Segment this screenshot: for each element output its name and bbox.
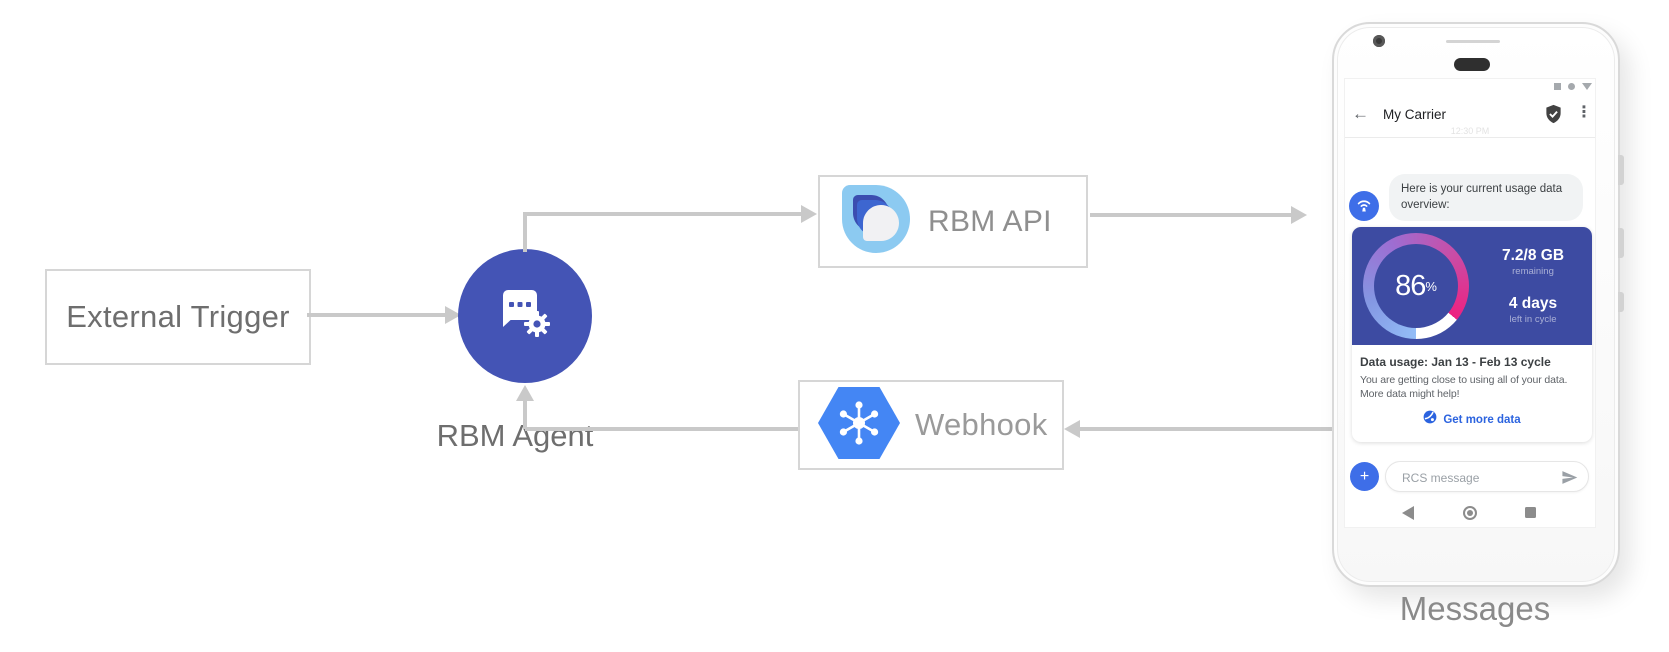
rcs-message-input[interactable] [1400, 463, 1554, 492]
rbm-api-label: RBM API [928, 204, 1052, 238]
front-camera [1373, 35, 1385, 47]
remaining-label: remaining [1512, 266, 1554, 277]
agent-avatar [1349, 191, 1379, 221]
usage-percent: 86 [1395, 269, 1426, 302]
connector-agent-up [523, 212, 527, 252]
nav-recents-button[interactable] [1525, 507, 1536, 518]
status-triangle-icon [1582, 83, 1592, 90]
status-square-icon [1554, 83, 1561, 90]
webhook-hexagon-icon [818, 386, 900, 464]
usage-card: 86% 7.2/8 GB remaining 4 days left in cy… [1352, 227, 1592, 442]
status-bar [1554, 83, 1592, 90]
connector-agent-to-api-line [523, 212, 803, 216]
rbm-agent-node [458, 249, 592, 383]
usage-gauge-ring: 86% [1363, 233, 1469, 339]
arrow-trigger-to-agent-head [445, 306, 461, 324]
webhook-node: Webhook [798, 380, 1064, 470]
message-input-pill [1385, 461, 1589, 492]
arrow-api-to-phone-line [1090, 213, 1292, 217]
arrow-phone-to-webhook-line [1080, 427, 1332, 431]
usage-card-title: Data usage: Jan 13 - Feb 13 cycle [1360, 355, 1551, 369]
arrow-trigger-to-agent-line [307, 313, 447, 317]
usage-card-body: Data usage: Jan 13 - Feb 13 cycle You ar… [1352, 345, 1592, 442]
nav-back-button[interactable] [1402, 506, 1414, 520]
header-divider [1345, 137, 1595, 138]
earpiece [1454, 58, 1490, 71]
attach-plus-button[interactable]: + [1350, 462, 1379, 491]
rbm-api-node: RBM API [818, 175, 1088, 268]
external-trigger-node: External Trigger [45, 269, 311, 365]
usage-summary: 7.2/8 GB remaining 4 days left in cycle [1482, 247, 1584, 325]
phone-mockup: ← My Carrier ⋮ 12:30 PM [1332, 22, 1624, 587]
rbm-api-logo-icon [840, 183, 912, 260]
arrow-phone-to-webhook-head [1064, 420, 1080, 438]
connector-agent-to-api-head [801, 205, 817, 223]
phone-power-button [1618, 228, 1624, 258]
usage-card-header: 86% 7.2/8 GB remaining 4 days left in cy… [1352, 227, 1592, 345]
nav-home-button[interactable] [1463, 506, 1477, 520]
remaining-value: 7.2/8 GB [1501, 247, 1565, 264]
chat-gear-icon [490, 279, 560, 354]
speaker-grille [1446, 40, 1500, 43]
get-more-data-button[interactable]: Get more data [1360, 410, 1584, 429]
conversation-title: My Carrier [1383, 107, 1446, 122]
phone-screen: ← My Carrier ⋮ 12:30 PM [1345, 79, 1595, 527]
back-icon[interactable]: ← [1352, 104, 1369, 123]
usage-card-text: You are getting close to using all of yo… [1360, 374, 1568, 400]
overflow-menu-icon[interactable]: ⋮ [1576, 104, 1592, 121]
status-circle-icon [1568, 83, 1575, 90]
message-timestamp: 12:30 PM [1450, 126, 1490, 136]
connector-webhook-to-agent-head [516, 385, 534, 401]
globe-icon [1423, 410, 1437, 429]
phone-volume-button [1618, 155, 1624, 185]
connector-webhook-to-agent-line [525, 427, 798, 431]
external-trigger-label: External Trigger [66, 299, 290, 334]
verified-shield-icon [1544, 104, 1563, 129]
arrow-api-to-phone-head [1291, 206, 1307, 224]
phone-caption: Messages [1399, 590, 1551, 627]
connector-webhook-up [523, 400, 527, 429]
phone-side-button [1618, 292, 1624, 312]
get-more-data-label: Get more data [1443, 413, 1521, 426]
webhook-label: Webhook [915, 407, 1048, 442]
carrier-antenna-icon [1354, 194, 1374, 219]
cycle-days-value: 4 days [1508, 295, 1558, 312]
usage-percent-sign: % [1425, 278, 1437, 294]
rbm-agent-label: RBM Agent [436, 418, 594, 453]
send-icon[interactable] [1561, 469, 1578, 491]
usage-gauge-center: 86% [1374, 244, 1458, 328]
chat-bubble: Here is your current usage data overview… [1389, 174, 1583, 221]
cycle-days-label: left in cycle [1509, 314, 1557, 325]
